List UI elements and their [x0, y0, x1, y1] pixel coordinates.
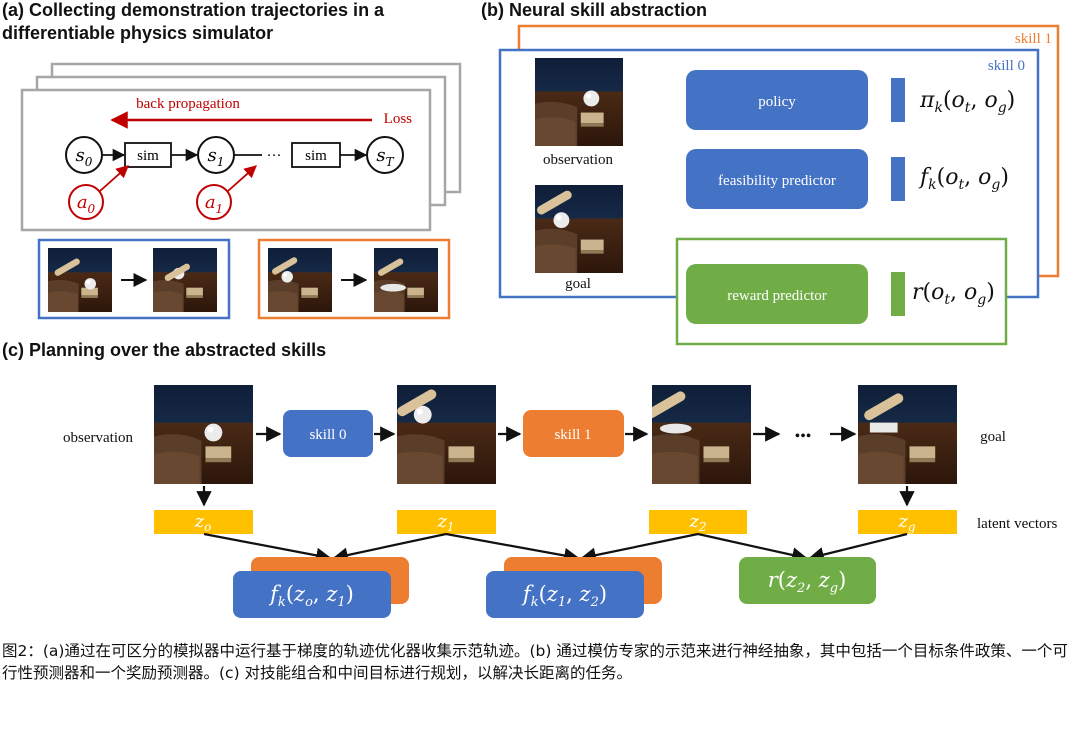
policy-box [686, 70, 868, 130]
c-conv-arrow-6 [808, 532, 908, 563]
reward-label: reward predictor [727, 288, 827, 304]
loss-label: Loss [384, 111, 413, 127]
panel-a-title-line1: (a) Collecting demonstration trajectorie… [2, 0, 385, 20]
latent-vectors-label: latent vectors [977, 516, 1058, 532]
feasibility-box [686, 149, 868, 209]
b-observation-label: observation [543, 152, 613, 168]
demo-blue-start-image [48, 248, 112, 312]
panel-a-title-line2: differentiable physics simulator [2, 23, 273, 43]
panel-c-title: (c) Planning over the abstracted skills [2, 340, 326, 360]
skill1-card-label: skill 1 [1015, 31, 1052, 47]
fk-12-front-card [486, 571, 644, 618]
panel-b-title: (b) Neural skill abstraction [481, 0, 707, 20]
c-frame-0-image [154, 385, 253, 484]
feasibility-label: feasibility predictor [718, 173, 836, 189]
c-skill1-box [523, 410, 624, 457]
reward-z2-zg-card [739, 557, 876, 604]
latent-zg-bar [858, 510, 957, 534]
skill0-card-label: skill 0 [988, 58, 1025, 74]
latent-z2-bar [649, 510, 747, 534]
policy-output-bar [891, 78, 905, 122]
sim-label-1: sim [137, 148, 159, 164]
b-observation-image [535, 58, 623, 146]
c-skill0-box [283, 410, 373, 457]
sim-label-2: sim [305, 148, 327, 164]
feasibility-output-bar [891, 157, 905, 201]
demo-blue-end-image [153, 248, 217, 312]
policy-label: policy [758, 94, 796, 110]
sim-box-2 [291, 142, 341, 168]
c-conv-arrow-3 [445, 532, 580, 564]
edge-a1-sim [227, 165, 257, 192]
reward-box [686, 264, 868, 324]
b-goal-image [535, 185, 623, 273]
b-goal-label: goal [565, 276, 591, 292]
c-goal-label: goal [980, 429, 1006, 445]
reward-output-bar [891, 272, 905, 316]
action-a0-label: a0 [77, 192, 96, 216]
c-conv-arrow-5 [697, 532, 808, 563]
demo-orange-end-image [374, 248, 438, 312]
state-s1-label: s1 [208, 145, 225, 169]
ellipsis: ··· [267, 148, 282, 164]
state-sT-label: sT [376, 145, 394, 169]
latent-z1-bar [397, 510, 496, 534]
action-a1-label: a1 [205, 192, 223, 216]
c-dots: ••• [795, 428, 812, 445]
edge-a0-sim [99, 165, 129, 192]
backprop-label: back propagation [136, 96, 240, 112]
c-conv-arrow-2 [332, 532, 447, 563]
c-frame-2-image [652, 385, 751, 484]
c-skill1-label: skill 1 [554, 427, 591, 443]
figure-caption: 图2：(a)通过在可区分的模拟器中运行基于梯度的轨迹优化器收集示范轨迹。(b) … [2, 642, 1068, 682]
c-frame-goal-image [858, 385, 957, 484]
c-conv-arrow-4 [580, 532, 699, 563]
fk-01-front-card [233, 571, 391, 618]
state-sT-node [366, 136, 404, 174]
demo-orange-start-image [268, 248, 332, 312]
sim-box-1 [124, 142, 172, 168]
c-observation-label: observation [63, 430, 133, 446]
c-frame-1-image [397, 385, 496, 484]
latent-zo-bar [154, 510, 253, 534]
state-s0-label: s0 [76, 145, 93, 169]
c-conv-arrow-1 [203, 532, 332, 563]
c-skill0-label: skill 0 [309, 427, 346, 443]
action-a0-node [68, 184, 104, 220]
action-a1-node [196, 184, 232, 220]
